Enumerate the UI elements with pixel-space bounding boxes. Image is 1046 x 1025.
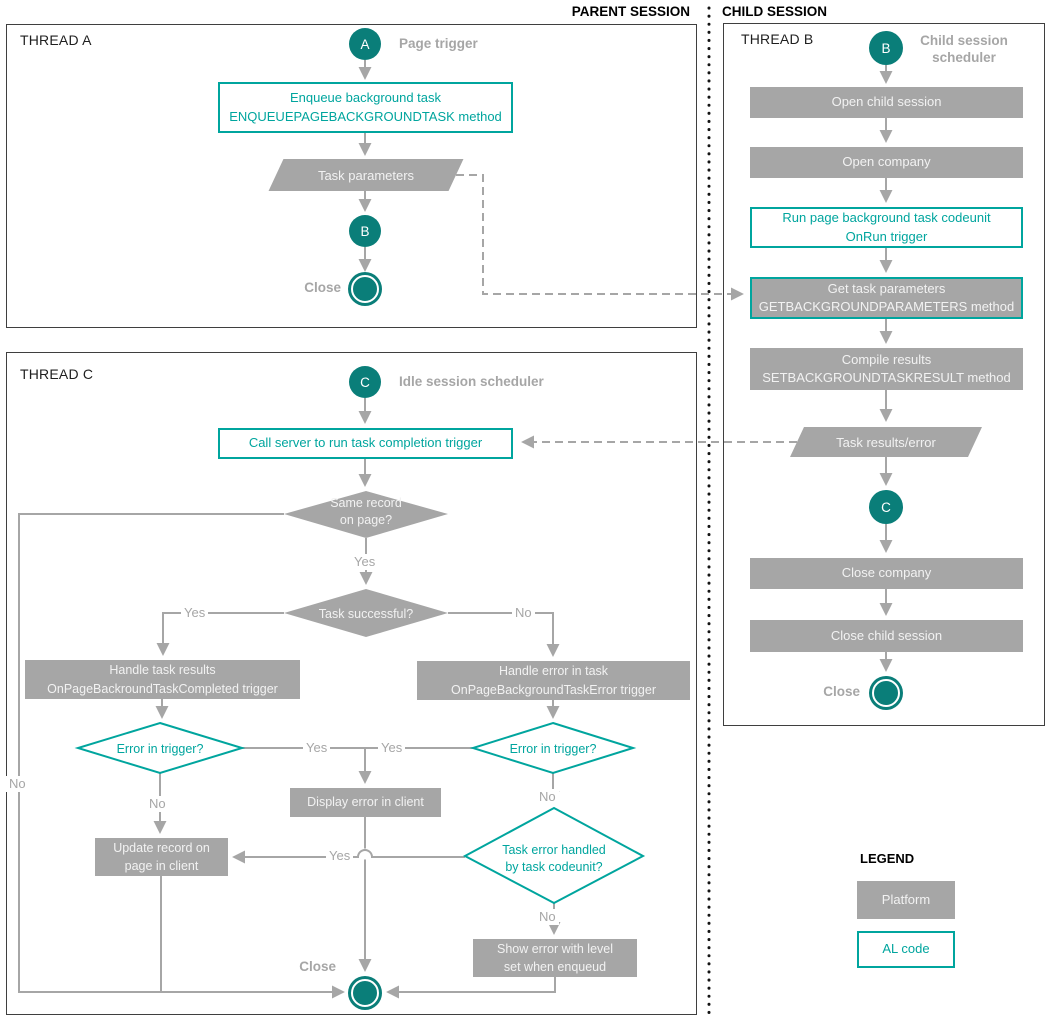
thread-a-title: THREAD A — [20, 32, 92, 48]
run-codeunit-line1: Run page background task codeunit — [782, 210, 991, 226]
open-child-session-box: Open child session — [750, 87, 1023, 118]
show-error-line2: set when enqueud — [503, 960, 607, 974]
run-codeunit-line2: OnRun trigger — [845, 228, 928, 244]
thread-b-connectors — [521, 65, 893, 672]
branch-label-no-task-error-handled: No — [536, 909, 559, 925]
scheduler-caption-line1: Child session — [920, 33, 1008, 48]
error-in-trigger-right-diamond-shape — [469, 721, 637, 775]
display-error-label: Display error in client — [307, 795, 424, 810]
start-node-a-letter: A — [360, 36, 370, 52]
thread-a-connectors — [358, 60, 744, 301]
close-child-session-box: Close child session — [750, 620, 1023, 652]
legend-title: LEGEND — [860, 851, 915, 866]
compile-results-box: Compile results SETBACKGROUNDTASKRESULT … — [750, 348, 1023, 390]
task-results-label: Task results/error — [836, 434, 936, 450]
goto-node-b-letter: B — [360, 223, 370, 239]
show-error-box: Show error with level set when enqueud — [473, 939, 637, 977]
open-child-session-label: Open child session — [831, 94, 942, 110]
thread-c-title: THREAD C — [20, 366, 94, 382]
same-record-diamond-shape — [284, 491, 448, 538]
legend-platform-box: Platform — [857, 881, 955, 919]
goto-node-b: B — [349, 215, 381, 247]
branch-label-yes-same-record: Yes — [351, 554, 379, 570]
parent-session-header: PARENT SESSION — [571, 4, 690, 19]
line-same-record-no-to-close — [18, 513, 345, 999]
page-trigger-caption: Page trigger — [399, 36, 478, 51]
update-record-box: Update record on page in client — [95, 838, 228, 876]
child-session-header: CHILD SESSION — [722, 4, 828, 19]
close-label-c: Close — [299, 959, 336, 974]
decision-diamonds — [74, 491, 646, 905]
idle-session-scheduler-caption: Idle session scheduler — [399, 374, 544, 389]
open-company-label: Open company — [842, 154, 931, 170]
handle-error-line2: OnPageBackgroundTaskError trigger — [451, 682, 656, 697]
get-params-line2: GETBACKGROUNDPARAMETERS method — [758, 299, 1015, 314]
handle-error-line1: Handle error in task — [498, 664, 609, 679]
compile-results-line1: Compile results — [841, 351, 932, 367]
show-error-line1: Show error with level — [496, 941, 613, 956]
update-record-line1: Update record on — [113, 840, 210, 855]
goto-node-c-letter: C — [881, 499, 891, 515]
open-company-box: Open company — [750, 147, 1023, 178]
enqueue-background-task-box: Enqueue background task ENQUEUEPAGEBACKG… — [218, 82, 513, 133]
compile-results-line2: SETBACKGROUNDTASKRESULT method — [762, 370, 1011, 385]
end-node-b — [872, 679, 900, 707]
task-parameters-label: Task parameters — [317, 167, 415, 183]
start-node-b: B — [869, 31, 903, 65]
branch-label-no-far-left: No — [6, 776, 29, 792]
legend-al-code-label: AL code — [882, 941, 930, 957]
call-server-label: Call server to run task completion trigg… — [248, 435, 483, 451]
scheduler-caption-line2: scheduler — [932, 49, 996, 65]
arrow-task-error-handled-yes — [232, 849, 465, 864]
dashed-arrow-params-to-get-params — [456, 174, 744, 301]
task-error-handled-diamond-shape — [462, 806, 646, 905]
handle-error-box: Handle error in task OnPageBackgroundTas… — [417, 661, 690, 700]
thread-b-container — [723, 23, 1045, 726]
error-in-trigger-left-diamond-shape — [74, 721, 246, 775]
branch-label-yes-task-error-handled: Yes — [326, 848, 354, 864]
branch-label-no-error-left: No — [146, 796, 169, 812]
line-show-error-to-close — [386, 977, 556, 999]
child-session-scheduler-caption: Child session scheduler — [914, 33, 1014, 67]
enqueue-box-line1: Enqueue background task — [289, 90, 442, 106]
thread-c-container — [6, 352, 697, 1015]
arrow-task-successful-no — [448, 612, 560, 657]
run-codeunit-box: Run page background task codeunit OnRun … — [750, 207, 1023, 248]
branch-label-no-error-right: No — [536, 789, 559, 805]
thread-c-connectors — [18, 398, 561, 999]
branch-label-yes-task-successful: Yes — [181, 605, 209, 621]
branch-label-yes-error-right: Yes — [378, 740, 406, 756]
close-label-a: Close — [304, 280, 341, 295]
call-server-box: Call server to run task completion trigg… — [218, 428, 513, 459]
goto-node-c: C — [869, 490, 903, 524]
close-child-session-label: Close child session — [830, 627, 943, 643]
get-params-line1: Get task parameters — [827, 280, 946, 296]
enqueue-box-line2: ENQUEUEPAGEBACKGROUNDTASK method — [229, 108, 502, 124]
task-successful-diamond-shape — [284, 589, 448, 637]
handle-task-results-box: Handle task results OnPageBackroundTaskC… — [25, 660, 300, 699]
update-record-line2: page in client — [124, 859, 199, 873]
thread-a-container — [6, 24, 697, 328]
close-company-box: Close company — [750, 558, 1023, 589]
branch-label-no-task-successful: No — [512, 605, 535, 621]
handle-results-line1: Handle task results — [109, 663, 216, 678]
thread-b-title: THREAD B — [741, 31, 814, 47]
end-node-c — [351, 979, 379, 1007]
branch-label-yes-error-left: Yes — [303, 740, 331, 756]
start-node-c: C — [349, 366, 381, 398]
legend-platform-label: Platform — [881, 891, 931, 907]
start-node-c-letter: C — [360, 374, 370, 390]
close-label-b: Close — [823, 684, 860, 699]
display-error-box: Display error in client — [290, 788, 441, 817]
close-company-label: Close company — [841, 565, 932, 581]
end-node-a — [351, 275, 379, 303]
start-node-b-letter: B — [881, 40, 891, 56]
legend-al-code-box: AL code — [857, 931, 955, 968]
arrow-task-successful-yes — [156, 612, 284, 656]
start-node-a: A — [349, 28, 381, 60]
get-task-parameters-box: Get task parameters GETBACKGROUNDPARAMET… — [750, 277, 1023, 319]
handle-results-line2: OnPageBackroundTaskCompleted trigger — [47, 681, 278, 696]
